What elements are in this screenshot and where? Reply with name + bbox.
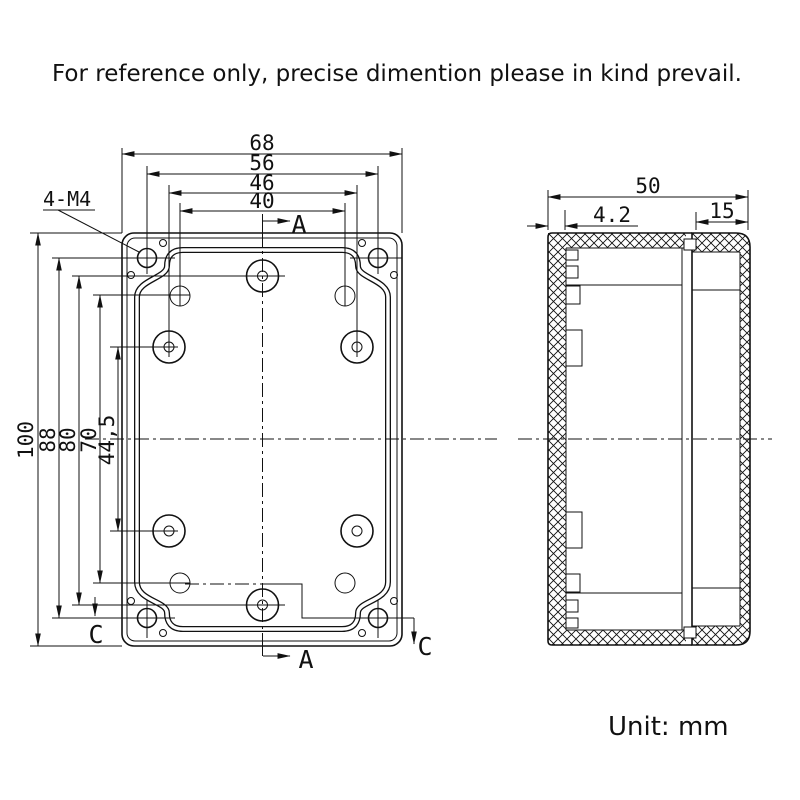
section-label-a-top: A xyxy=(291,210,306,239)
thread-leader-line xyxy=(57,209,140,253)
dimension-lines-side xyxy=(527,194,749,229)
dim-width-inner-bosses: 40 xyxy=(249,189,274,213)
gasket-groove xyxy=(134,247,391,632)
small-corner-holes xyxy=(127,239,398,637)
side-wall-bosses xyxy=(565,249,583,629)
section-c-marks xyxy=(92,583,417,645)
dim-height-center-bosses: 80 xyxy=(56,427,80,452)
dim-wall-thickness: 4.2 xyxy=(593,203,631,227)
lid-outline xyxy=(691,232,751,646)
dim-lid-depth: 15 xyxy=(709,199,734,223)
dim-width-screws: 56 xyxy=(249,151,274,175)
extension-lines-top xyxy=(121,148,403,357)
dim-depth-overall: 50 xyxy=(635,174,660,198)
dimension-lines-left xyxy=(35,232,121,647)
dim-height-screws: 88 xyxy=(36,427,60,452)
section-label-a-bottom: A xyxy=(298,645,313,674)
front-view: A A C C xyxy=(14,131,497,674)
section-a-marks xyxy=(262,214,291,659)
dim-height-outer: 100 xyxy=(14,421,38,459)
thread-callout: 4-M4 xyxy=(43,187,91,211)
section-label-c-left: C xyxy=(88,620,103,649)
dim-height-inner-bosses: 70 xyxy=(77,427,101,452)
lid-joint-notches xyxy=(683,238,697,639)
extension-lines-left xyxy=(30,232,402,647)
section-label-c-right: C xyxy=(417,632,432,661)
unit-label: Unit: mm xyxy=(608,712,729,742)
dimension-lines-top xyxy=(121,151,403,214)
centerlines-front xyxy=(85,233,497,648)
dim-height-side-bosses: 44,5 xyxy=(95,415,119,466)
title-text: For reference only, precise dimention pl… xyxy=(52,61,742,87)
side-section-view: 50 4.2 15 xyxy=(518,174,772,646)
dim-width-bosses: 46 xyxy=(249,171,274,195)
dim-width-outer: 68 xyxy=(249,131,274,155)
